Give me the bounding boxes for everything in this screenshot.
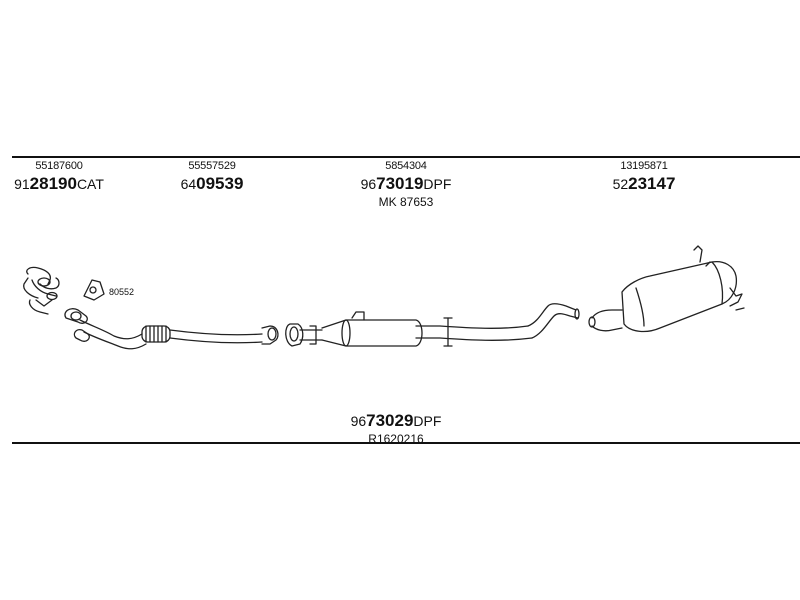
part-code-suffix: DPF: [413, 413, 442, 429]
gasket-part-number: 80552: [109, 287, 135, 297]
part-code-number: 23147: [628, 174, 676, 193]
part-label-rear-silencer[interactable]: 13195871 5223147: [604, 161, 684, 193]
particulate-filter-canister[interactable]: [321, 311, 533, 347]
part-code: 9673029DPF: [346, 412, 446, 430]
part-code: 9673019DPF: [356, 175, 456, 193]
part-code-prefix: 96: [360, 176, 377, 192]
middle-flange[interactable]: [285, 323, 323, 347]
manifold-flange[interactable]: [23, 266, 60, 315]
top-divider-line: [12, 156, 800, 158]
intermediate-pipe-bend[interactable]: [527, 303, 580, 339]
part-code-number: 73029: [366, 411, 414, 430]
part-label-catalytic-converter[interactable]: 55187600 9128190CAT: [14, 161, 104, 193]
oe-number: 55557529: [188, 160, 236, 172]
part-code: 6409539: [172, 175, 252, 193]
part-code-prefix: 64: [180, 176, 197, 192]
oe-number: 13195871: [620, 160, 668, 172]
part-code: 5223147: [604, 175, 684, 193]
part-code-number: 73019: [376, 174, 424, 193]
part-label-particulate-filter[interactable]: 5854304 9673019DPF MK 87653: [356, 160, 456, 209]
oe-number: 55187600: [35, 160, 83, 172]
part-code-number: 09539: [196, 174, 244, 193]
gasket[interactable]: [83, 279, 105, 301]
part-label-dpf-set[interactable]: 9673029DPF R1620216: [346, 412, 446, 445]
rear-silencer[interactable]: [588, 245, 745, 333]
part-code-suffix: CAT: [76, 176, 104, 192]
part-code-number: 28190: [29, 174, 77, 193]
part-code-suffix: DPF: [423, 176, 452, 192]
exhaust-system-diagram: [23, 245, 745, 350]
part-code-prefix: 52: [612, 176, 629, 192]
part-code: 9128190CAT: [14, 175, 104, 193]
part-code-prefix: 96: [350, 413, 367, 429]
part-code-prefix: 91: [14, 176, 30, 192]
front-pipe-with-flex[interactable]: [64, 308, 279, 350]
oe-number: 5854304: [385, 160, 427, 172]
part-label-front-pipe[interactable]: 55557529 6409539: [172, 161, 252, 193]
part-mount-kit: MK 87653: [378, 195, 434, 209]
bottom-divider-line: [12, 442, 800, 444]
